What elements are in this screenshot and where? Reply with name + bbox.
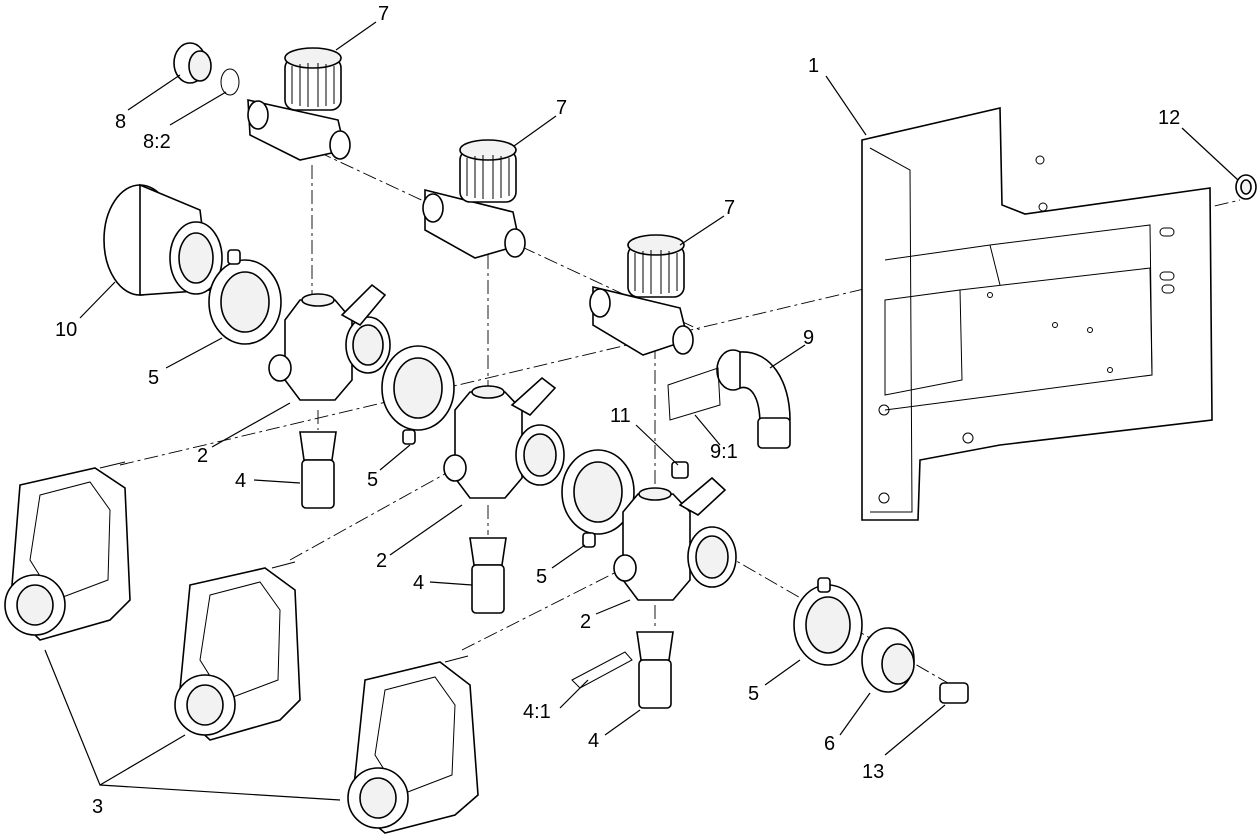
label-5-third: 5 xyxy=(536,566,547,588)
regulator-valve-3 xyxy=(589,234,694,356)
label-11: 11 xyxy=(610,405,631,427)
actuator-2 xyxy=(174,561,301,741)
clamp-3 xyxy=(561,449,635,548)
nozzle-fitting-1 xyxy=(299,431,337,509)
screw-fitting xyxy=(671,461,689,479)
elbow-fitting xyxy=(716,349,791,449)
actuator-3 xyxy=(347,655,479,834)
flange-adapter xyxy=(103,183,223,296)
clamp-1 xyxy=(208,249,282,345)
nozzle-fitting-3 xyxy=(636,631,674,709)
label-5-first: 5 xyxy=(148,367,159,389)
small-connector xyxy=(939,682,969,704)
label-4-third: 4 xyxy=(588,730,599,752)
label-10: 10 xyxy=(55,319,77,341)
label-4-first: 4 xyxy=(235,470,246,492)
label-2-second: 2 xyxy=(376,550,387,572)
end-cap-nut xyxy=(861,627,915,693)
label-9: 9 xyxy=(803,327,814,349)
label-8-2: 8:2 xyxy=(143,131,171,153)
cap-plug xyxy=(1235,174,1257,200)
regulator-valve-2 xyxy=(422,139,526,259)
o-ring xyxy=(220,68,240,96)
label-4-second: 4 xyxy=(413,572,424,594)
label-1: 1 xyxy=(808,55,819,77)
clamp-2 xyxy=(381,345,455,445)
leader-lines xyxy=(44,21,1239,801)
label-7-top: 7 xyxy=(378,3,389,25)
elbow-tag xyxy=(667,367,721,421)
actuator-1 xyxy=(4,461,131,641)
label-7-middle: 7 xyxy=(556,97,567,119)
clamp-4 xyxy=(793,577,863,666)
label-5-fourth: 5 xyxy=(748,683,759,705)
valve-body-2 xyxy=(443,376,565,499)
nozzle-tag xyxy=(571,651,633,689)
label-12: 12 xyxy=(1158,107,1180,129)
callout-labels: 1 12 7 7 7 8 8:2 10 5 2 4 5 2 4 5 2 9 9:… xyxy=(55,3,1180,818)
label-9-1: 9:1 xyxy=(710,441,738,463)
label-5-second: 5 xyxy=(367,469,378,491)
regulator-valve-1 xyxy=(247,47,351,161)
label-7-lower: 7 xyxy=(724,197,735,219)
label-13: 13 xyxy=(862,761,884,783)
valve-body-3 xyxy=(613,476,737,601)
valve-body-1 xyxy=(268,283,391,401)
plug-fitting xyxy=(173,42,212,84)
label-2-third: 2 xyxy=(580,611,591,633)
label-2-first: 2 xyxy=(197,445,208,467)
label-3: 3 xyxy=(92,796,103,818)
label-8: 8 xyxy=(115,111,126,133)
label-4-1: 4:1 xyxy=(523,701,551,723)
label-6: 6 xyxy=(824,733,835,755)
nozzle-fitting-2 xyxy=(469,537,507,614)
mounting-bracket xyxy=(861,106,1213,521)
